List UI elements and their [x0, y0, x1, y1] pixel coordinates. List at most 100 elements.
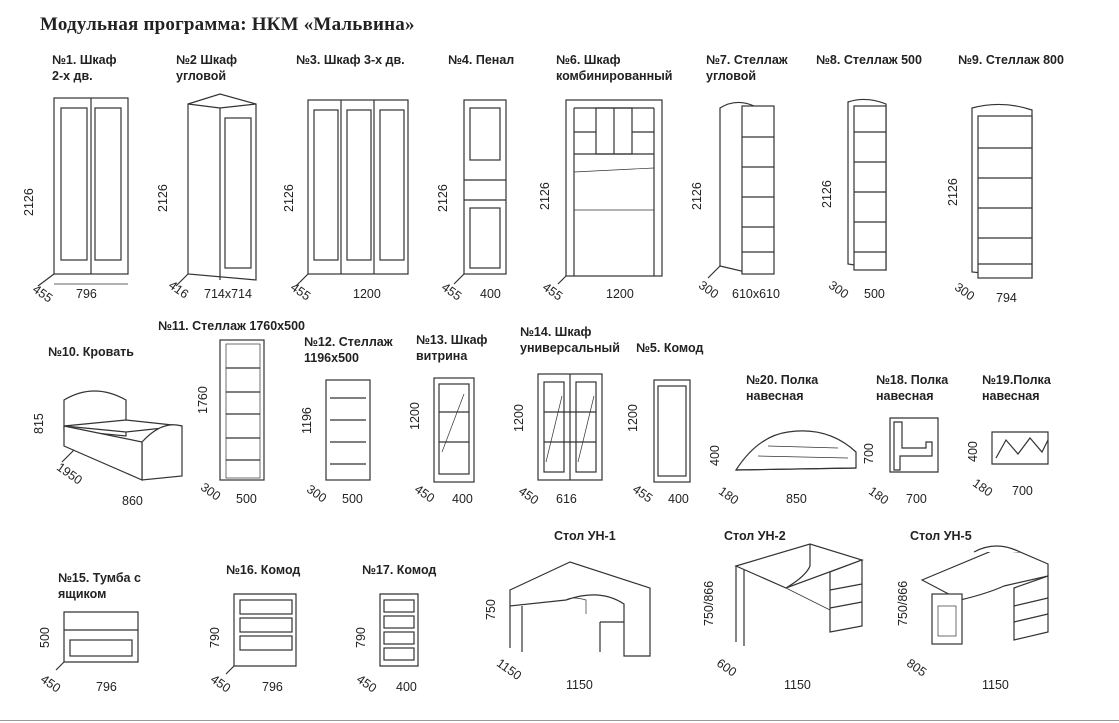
- item-2-height: 2126: [156, 184, 170, 212]
- item-4-label: №4. Пенал: [448, 53, 515, 67]
- desk-un5-drawing: [920, 545, 1049, 645]
- item-19-depth: 180: [969, 476, 996, 500]
- item-16-height: 790: [208, 627, 222, 648]
- item-5-width: 400: [668, 492, 689, 506]
- desk-un1-drawing: [509, 561, 651, 657]
- item-7-width: 610x610: [732, 287, 780, 301]
- item-12-drawing: [325, 379, 371, 481]
- item-13-label: №13. Шкаф витрина: [416, 333, 488, 363]
- item-8-label: №8. Стеллаж 500: [816, 53, 922, 67]
- item-19-height: 400: [966, 441, 980, 462]
- item-19-label: №19.Полка навесная: [982, 373, 1051, 403]
- item-2-drawing: [175, 93, 257, 287]
- item-4-drawing: [453, 99, 507, 285]
- item-1-height: 2126: [22, 188, 36, 216]
- item-1-label: №1. Шкаф 2-х дв.: [52, 53, 117, 83]
- item-14-drawing: [537, 373, 603, 481]
- item-16-drawing: [225, 593, 297, 675]
- item-20-label: №20. Полка навесная: [746, 373, 819, 403]
- item-9-label: №9. Стеллаж 800: [958, 53, 1064, 67]
- item-4-width: 400: [480, 287, 501, 301]
- item-11-height: 1760: [196, 386, 210, 414]
- item-8-width: 500: [864, 287, 885, 301]
- item-13-drawing: [433, 377, 475, 483]
- item-6-height: 2126: [538, 182, 552, 210]
- item-3-label: №3. Шкаф 3-х дв.: [296, 53, 405, 67]
- item-19-drawing: [991, 431, 1049, 465]
- page-title: Модульная программа: НКМ «Мальвина»: [40, 14, 415, 35]
- item-11-label: №11. Стеллаж 1760x500: [158, 319, 305, 333]
- desk-un2-height: 750/866: [702, 580, 716, 626]
- item-4-height: 2126: [436, 184, 450, 212]
- item-14-height: 1200: [512, 404, 526, 432]
- item-19-width: 700: [1012, 484, 1033, 498]
- item-3-height: 2126: [282, 184, 296, 212]
- desk-un1-height: 750: [484, 599, 498, 620]
- desk-un5-height: 750/866: [896, 580, 910, 626]
- item-5-height: 1200: [626, 404, 640, 432]
- item-12-label: №12. Стеллаж 1196x500: [304, 335, 393, 365]
- item-20-depth: 180: [715, 484, 742, 508]
- item-3-drawing: [295, 99, 409, 287]
- item-13-width: 400: [452, 492, 473, 506]
- item-10-drawing: [61, 390, 183, 481]
- item-15-width: 796: [96, 680, 117, 694]
- item-12-width: 500: [342, 492, 363, 506]
- desk-un1-label: Стол УН-1: [554, 529, 616, 543]
- item-17-height: 790: [354, 627, 368, 648]
- item-9-drawing: [971, 103, 1033, 279]
- item-1-width: 796: [76, 287, 97, 301]
- item-18-drawing: [889, 417, 939, 473]
- item-12-height: 1196: [300, 407, 314, 434]
- item-14-width: 616: [556, 492, 577, 506]
- item-11-width: 500: [236, 492, 257, 506]
- desk-un2-label: Стол УН-2: [724, 529, 786, 543]
- item-14-depth: 450: [515, 484, 542, 508]
- item-16-label: №16. Комод: [226, 563, 301, 577]
- item-18-width: 700: [906, 492, 927, 506]
- item-5-drawing: [653, 379, 691, 483]
- item-6-width: 1200: [606, 287, 634, 301]
- item-7-height: 2126: [690, 182, 704, 210]
- item-2-width: 714x714: [204, 287, 252, 301]
- item-3-width: 1200: [353, 287, 381, 301]
- item-8-drawing: [847, 98, 887, 271]
- item-18-label: №18. Полка навесная: [876, 373, 949, 403]
- item-13-height: 1200: [408, 402, 422, 430]
- item-15-height: 500: [38, 627, 52, 648]
- item-9-height: 2126: [946, 178, 960, 206]
- item-10-width: 860: [122, 494, 143, 508]
- desk-un2-width: 1150: [784, 678, 811, 692]
- item-17-label: №17. Комод: [362, 563, 437, 577]
- item-18-depth: 180: [865, 484, 892, 508]
- item-16-width: 796: [262, 680, 283, 694]
- item-6-label: №6. Шкаф комбинированный: [556, 53, 673, 83]
- item-20-width: 850: [786, 492, 807, 506]
- desk-un5-width: 1150: [982, 678, 1009, 692]
- item-9-width: 794: [996, 291, 1017, 305]
- item-10-label: №10. Кровать: [48, 345, 134, 359]
- item-10-height: 815: [32, 413, 46, 434]
- desk-un2-depth: 600: [713, 656, 740, 680]
- desk-un5-label: Стол УН-5: [910, 529, 972, 543]
- item-15-drawing: [55, 611, 139, 671]
- item-8-height: 2126: [820, 180, 834, 208]
- item-7-drawing: [707, 101, 775, 279]
- item-8-depth: 300: [825, 278, 852, 302]
- item-20-height: 400: [708, 445, 722, 466]
- item-15-label: №15. Тумба с ящиком: [58, 571, 141, 601]
- item-18-height: 700: [862, 443, 876, 464]
- desk-un1-width: 1150: [566, 678, 593, 692]
- item-2-label: №2 Шкаф угловой: [176, 53, 238, 83]
- item-13-depth: 450: [411, 482, 438, 506]
- item-6-drawing: [557, 99, 663, 285]
- item-17-drawing: [379, 593, 419, 667]
- page-bottom-rule: [0, 720, 1119, 721]
- item-20-drawing: [734, 430, 857, 471]
- item-7-label: №7. Стеллаж угловой: [706, 53, 788, 83]
- item-15-depth: 450: [37, 672, 64, 696]
- item-17-width: 400: [396, 680, 417, 694]
- item-11-drawing: [219, 339, 265, 481]
- item-14-label: №14. Шкаф универсальный: [520, 325, 620, 355]
